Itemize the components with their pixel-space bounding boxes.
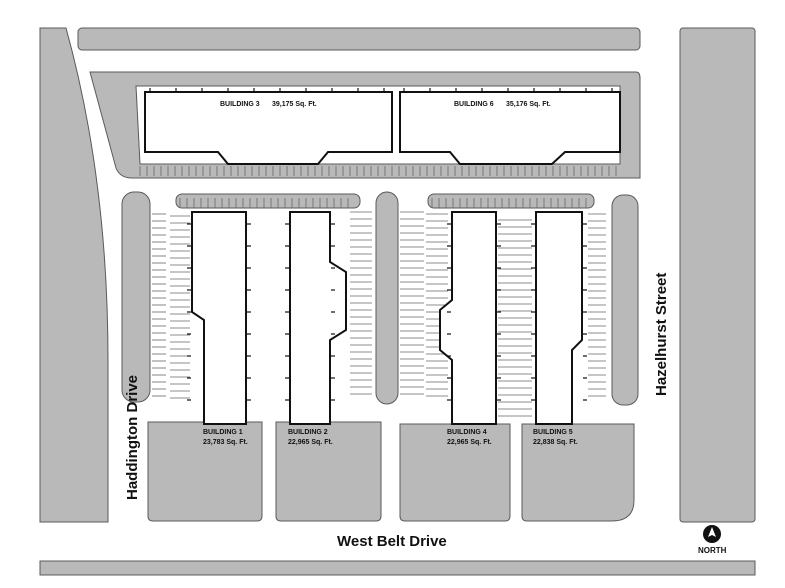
lot-south-center-east bbox=[399, 423, 511, 522]
west-belt-drive-label: West Belt Drive bbox=[337, 533, 447, 550]
building-4-area: 22,965 Sq. Ft. bbox=[447, 439, 492, 446]
island-east bbox=[611, 194, 639, 406]
building-5-area: 22,838 Sq. Ft. bbox=[533, 439, 578, 446]
building-3-area: 39,175 Sq. Ft. bbox=[272, 101, 317, 108]
building-4-footprint bbox=[439, 211, 497, 425]
north-road bbox=[77, 27, 641, 51]
west-belt-drive-road bbox=[39, 560, 756, 576]
haddington-drive-road bbox=[39, 27, 109, 523]
parking-stalls bbox=[139, 166, 617, 417]
lot-south-center bbox=[275, 421, 382, 522]
building-5-name: BUILDING 5 bbox=[533, 429, 573, 436]
lot-southeast bbox=[521, 423, 635, 522]
building-2-footprint bbox=[289, 211, 347, 425]
building-4-name: BUILDING 4 bbox=[447, 429, 487, 436]
building-3-footprint bbox=[144, 91, 393, 165]
lot-southwest bbox=[147, 421, 263, 522]
north-arrow-icon bbox=[708, 527, 716, 537]
north-label: NORTH bbox=[698, 546, 727, 555]
building-5-footprint bbox=[535, 211, 583, 425]
hazelhurst-street-road bbox=[679, 27, 756, 523]
hazelhurst-street-label: Hazelhurst Street bbox=[653, 273, 670, 396]
north-indicator: NORTH bbox=[698, 525, 727, 555]
building-6-area: 35,176 Sq. Ft. bbox=[506, 101, 551, 108]
island-west bbox=[121, 191, 151, 403]
island-row-1 bbox=[175, 193, 361, 209]
building-1-footprint bbox=[191, 211, 247, 425]
building-1-area: 23,783 Sq. Ft. bbox=[203, 439, 248, 446]
building-2-area: 22,965 Sq. Ft. bbox=[288, 439, 333, 446]
building-6-name: BUILDING 6 bbox=[454, 101, 494, 108]
island-center bbox=[375, 191, 399, 405]
island-row-2 bbox=[427, 193, 595, 209]
haddington-drive-label: Haddington Drive bbox=[124, 375, 141, 500]
building-2-name: BUILDING 2 bbox=[288, 429, 328, 436]
building-1-name: BUILDING 1 bbox=[203, 429, 243, 436]
loading-docks bbox=[149, 88, 613, 401]
building-3-name: BUILDING 3 bbox=[220, 101, 260, 108]
building-6-footprint bbox=[399, 91, 621, 165]
